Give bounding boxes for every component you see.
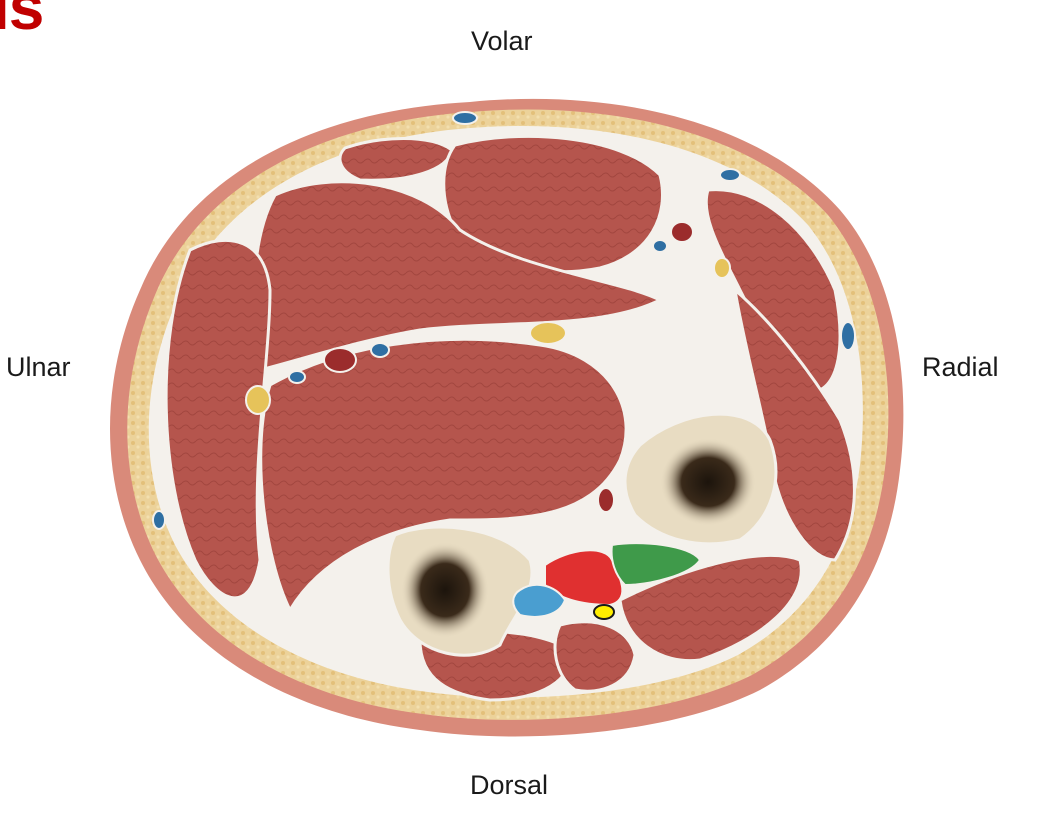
ulna-marrow bbox=[401, 542, 489, 638]
nerve-median bbox=[529, 321, 567, 345]
vein-superficial-right bbox=[840, 321, 856, 351]
highlight-region-yellow bbox=[593, 604, 615, 620]
vein-ulnar-a bbox=[370, 342, 390, 358]
muscle-dorsal-center bbox=[553, 620, 637, 693]
orientation-label-volar: Volar bbox=[471, 26, 533, 56]
nerve-ulnar bbox=[245, 385, 271, 415]
nerve-superficial-radial bbox=[713, 257, 731, 279]
vein-radial bbox=[652, 239, 668, 253]
artery-interosseous bbox=[597, 487, 615, 513]
radius-marrow bbox=[660, 438, 756, 526]
forearm-cross-section-image bbox=[110, 98, 904, 737]
vein-superficial-top bbox=[452, 111, 478, 125]
muscle-radial-lower bbox=[732, 286, 856, 562]
highlight-region-green bbox=[610, 542, 702, 587]
vein-ulnar-b bbox=[288, 370, 306, 384]
artery-radial bbox=[670, 221, 694, 243]
muscle-volar-top bbox=[338, 137, 454, 182]
highlight-region-red bbox=[544, 549, 624, 607]
orientation-label-radial: Radial bbox=[922, 352, 999, 382]
muscle-central-deep bbox=[259, 337, 628, 614]
orientation-label-ulnar: Ulnar bbox=[6, 352, 71, 382]
orientation-label-dorsal: Dorsal bbox=[470, 770, 549, 800]
artery-ulnar bbox=[323, 347, 357, 373]
vein-superficial-left bbox=[152, 510, 166, 530]
vein-superficial-top-right bbox=[719, 168, 741, 182]
muscle-dorsal-right bbox=[618, 554, 803, 663]
page-title-fragment: ls bbox=[0, 0, 44, 43]
highlight-region-blue bbox=[512, 583, 567, 618]
muscle-ulnar-side bbox=[164, 238, 272, 600]
